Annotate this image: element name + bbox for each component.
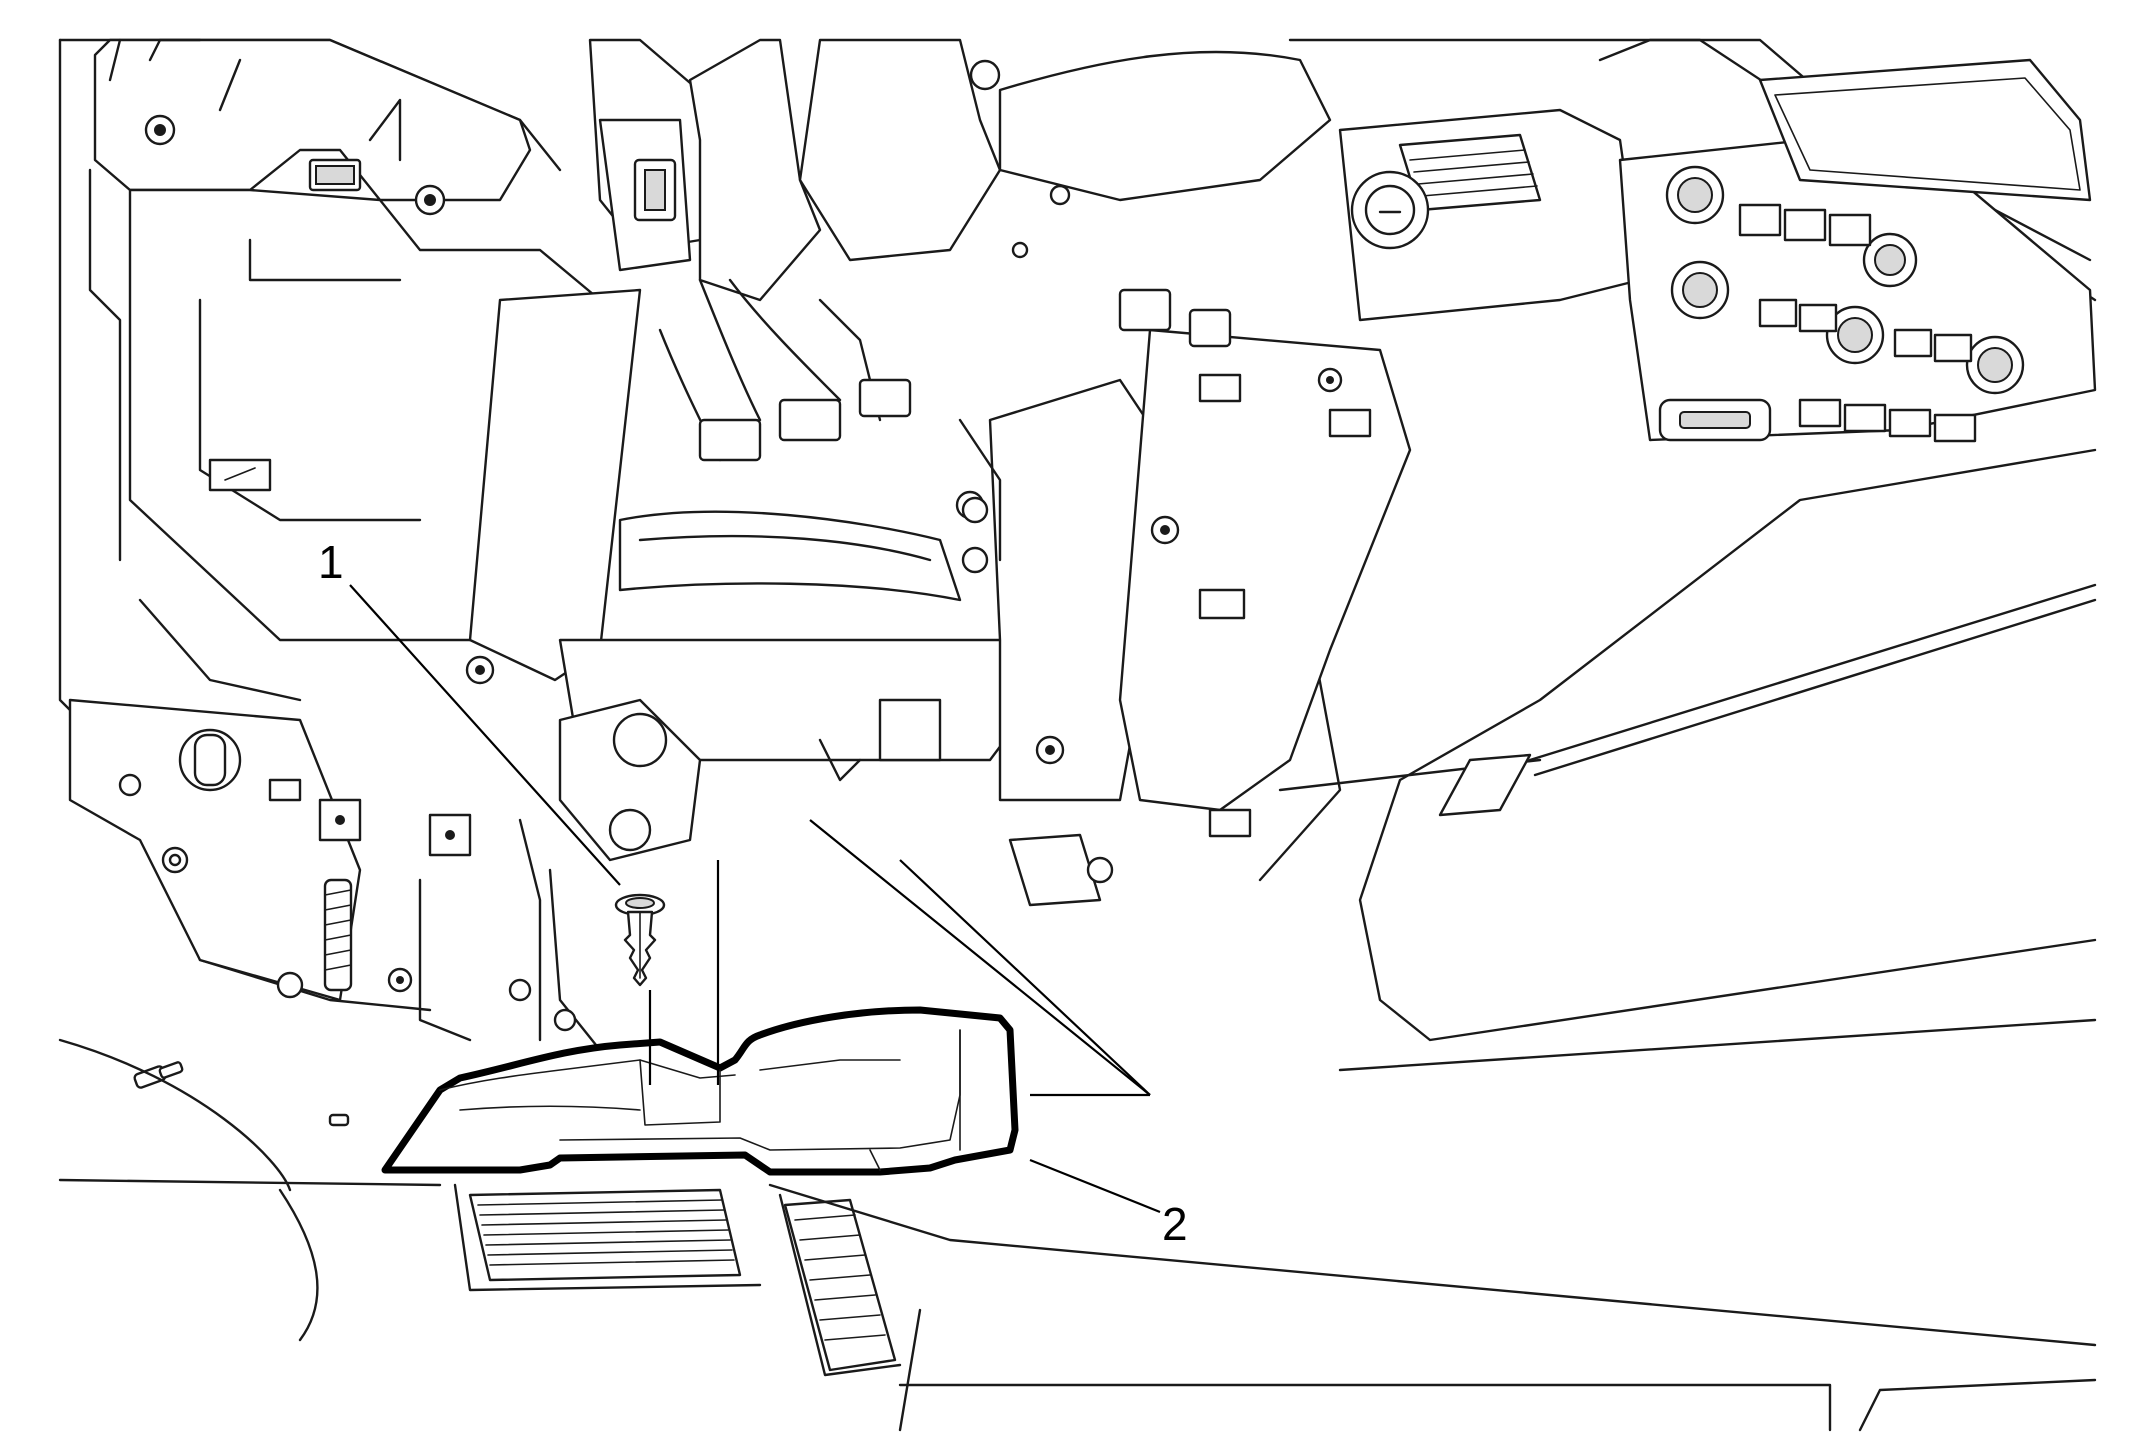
pedal-mechanism xyxy=(68,698,702,1127)
hvac-knob-upper-right xyxy=(1862,232,1918,288)
installation-guides xyxy=(648,819,1151,1097)
brake-pedal xyxy=(453,1183,762,1292)
callout-1-leader xyxy=(349,584,621,886)
center-stack xyxy=(1288,38,2097,443)
hvac-button-grid xyxy=(1738,203,1977,443)
callout-2: 2 xyxy=(1029,1158,1188,1250)
wiring-harness xyxy=(658,278,1232,574)
knee-bolster-bracket xyxy=(468,288,1412,907)
callout-1: 1 xyxy=(318,536,621,886)
callout-2-leader xyxy=(1029,1158,1161,1214)
push-pin-retainer xyxy=(614,893,666,987)
hvac-knob-lower-right xyxy=(1965,335,2025,395)
callout-2-label: 2 xyxy=(1162,1198,1188,1250)
pedal-return-spring xyxy=(323,878,353,992)
knee-bolster-cover xyxy=(381,1006,1019,1176)
callout-1-label: 1 xyxy=(318,536,344,588)
accelerator-pedal xyxy=(778,1193,902,1377)
hvac-knob-lower-left xyxy=(1670,260,1730,320)
floor-outline xyxy=(58,1038,2097,1432)
steering-column xyxy=(588,38,1332,302)
hvac-knob-center xyxy=(1825,305,1885,365)
hvac-knob-upper-left xyxy=(1665,165,1725,225)
center-console-side xyxy=(1168,368,2097,1072)
